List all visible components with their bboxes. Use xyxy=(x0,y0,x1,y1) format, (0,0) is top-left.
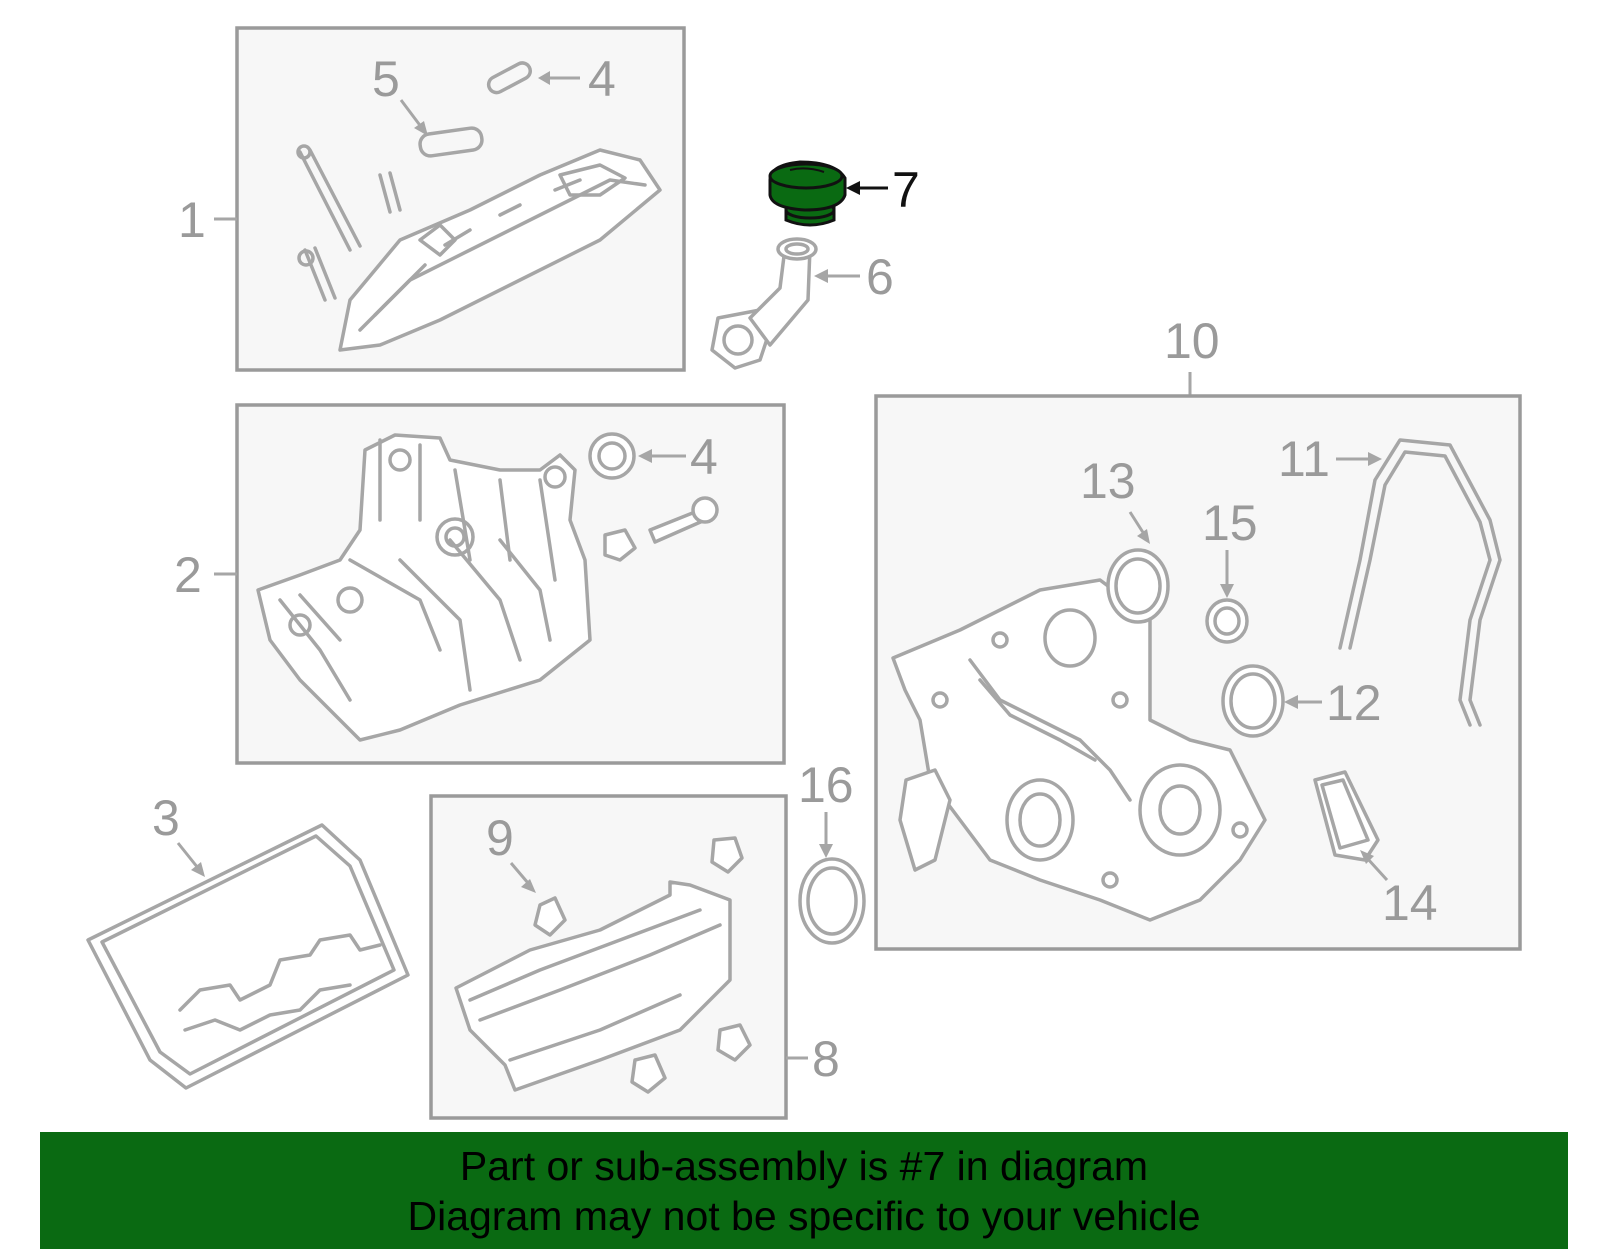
oil-filler-cap-highlighted xyxy=(768,160,847,227)
intake-manifold-illustration xyxy=(256,432,719,742)
banner-line-2: Diagram may not be specific to your vehi… xyxy=(407,1192,1201,1239)
oil-filler-tube xyxy=(710,237,818,370)
callout-3: 3 xyxy=(152,790,180,846)
seal-16 xyxy=(798,857,866,945)
callout-8: 8 xyxy=(812,1031,840,1087)
callout-2: 2 xyxy=(174,547,202,603)
callout-14: 14 xyxy=(1382,875,1438,931)
callout-1: 1 xyxy=(178,192,206,248)
shield-illustration xyxy=(454,836,752,1094)
callout-15: 15 xyxy=(1202,495,1258,551)
callout-4-middle: 4 xyxy=(690,429,718,485)
info-banner: Part or sub-assembly is #7 in diagram Di… xyxy=(40,1132,1568,1249)
callout-4-top: 4 xyxy=(588,51,616,107)
callout-9: 9 xyxy=(486,810,514,866)
callout-6: 6 xyxy=(866,249,894,305)
callout-10: 10 xyxy=(1164,313,1220,369)
gasket-3 xyxy=(86,823,410,1090)
callout-11: 11 xyxy=(1278,431,1330,487)
front-cover-illustration xyxy=(891,438,1502,922)
callout-16: 16 xyxy=(798,757,854,813)
callout-12: 12 xyxy=(1326,675,1382,731)
callout-7: 7 xyxy=(892,162,920,218)
callout-5: 5 xyxy=(372,51,400,107)
valve-cover-illustration xyxy=(296,61,662,352)
callout-13: 13 xyxy=(1080,453,1136,509)
banner-line-1: Part or sub-assembly is #7 in diagram xyxy=(459,1142,1149,1189)
